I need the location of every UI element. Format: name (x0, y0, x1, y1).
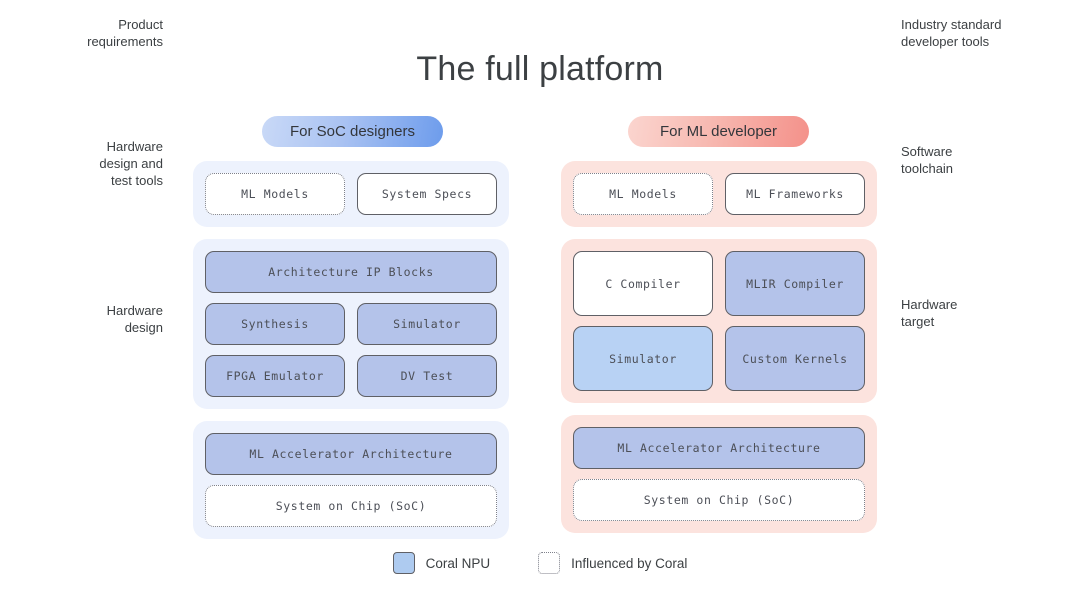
card-synthesis[interactable]: Synthesis (205, 303, 345, 345)
card-architecture-ip-blocks[interactable]: Architecture IP Blocks (205, 251, 497, 293)
card-row: System on Chip (SoC) (205, 485, 497, 527)
panel-left-product-requirements: ML Models System Specs (193, 161, 509, 227)
card-ml-models[interactable]: ML Models (573, 173, 713, 215)
legend: Coral NPU Influenced by Coral (0, 552, 1080, 574)
card-fpga-emulator[interactable]: FPGA Emulator (205, 355, 345, 397)
card-row: Architecture IP Blocks (205, 251, 497, 293)
card-row: ML Models System Specs (205, 173, 497, 215)
legend-item-coral-npu: Coral NPU (392, 552, 491, 574)
card-row: FPGA Emulator DV Test (205, 355, 497, 397)
row-label-hardware-design-and-test-tools: Hardware design and test tools (99, 138, 163, 188)
card-row: ML Accelerator Architecture (205, 433, 497, 475)
row-label-hardware-target: Hardware target (901, 297, 958, 329)
card-system-on-chip-soc[interactable]: System on Chip (SoC) (573, 479, 865, 521)
row-label-software-toolchain: Software toolchain (901, 144, 954, 176)
legend-label: Influenced by Coral (571, 555, 688, 571)
card-row: Synthesis Simulator (205, 303, 497, 345)
card-c-compiler[interactable]: C Compiler (573, 251, 713, 316)
card-row: ML Accelerator Architecture (573, 427, 865, 469)
card-system-specs[interactable]: System Specs (357, 173, 497, 215)
legend-label: Coral NPU (425, 555, 491, 571)
card-ml-accelerator-architecture[interactable]: ML Accelerator Architecture (205, 433, 497, 475)
card-simulator[interactable]: Simulator (573, 326, 713, 391)
card-simulator[interactable]: Simulator (357, 303, 497, 345)
page-title: The full platform (416, 50, 664, 88)
card-system-on-chip-soc[interactable]: System on Chip (SoC) (205, 485, 497, 527)
card-ml-accelerator-architecture[interactable]: ML Accelerator Architecture (573, 427, 865, 469)
card-row: ML Models ML Frameworks (573, 173, 865, 215)
card-dv-test[interactable]: DV Test (357, 355, 497, 397)
card-ml-frameworks[interactable]: ML Frameworks (725, 173, 865, 215)
panel-right-industry-standard-developer-tools: ML Models ML Frameworks (561, 161, 877, 227)
coral-npu-swatch (392, 552, 415, 574)
audience-pill-soc-designers: For SoC designers (262, 116, 443, 147)
card-row: System on Chip (SoC) (573, 479, 865, 521)
card-custom-kernels[interactable]: Custom Kernels (725, 326, 865, 391)
row-label-industry-standard-developer-tools: Industry standard developer tools (901, 17, 1002, 49)
card-mlir-compiler[interactable]: MLIR Compiler (725, 251, 865, 316)
card-ml-models[interactable]: ML Models (205, 173, 345, 215)
row-label-hardware-design: Hardware design (106, 303, 163, 335)
influenced-by-swatch (538, 552, 561, 574)
legend-item-influenced-by-coral: Influenced by Coral (538, 552, 687, 574)
row-label-product-requirements: Product requirements (87, 17, 163, 49)
audience-pill-ml-developer: For ML developer (628, 116, 809, 147)
